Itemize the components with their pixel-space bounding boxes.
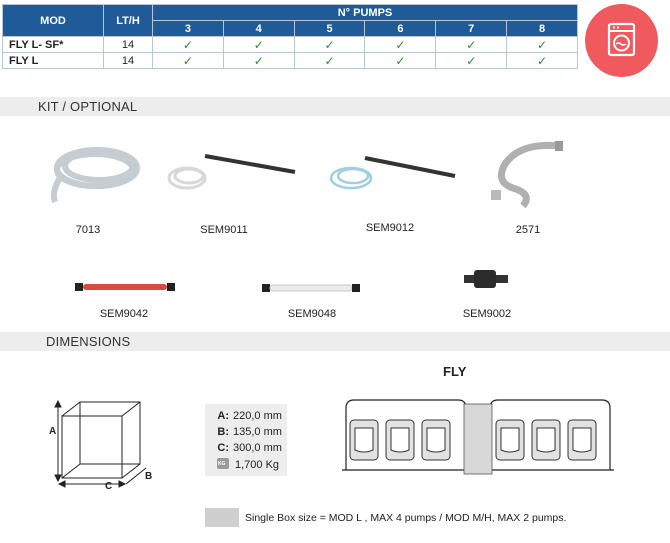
kit-item-label: SEM9042 xyxy=(99,308,149,320)
fly-product-image xyxy=(342,399,614,475)
dim-key: A: xyxy=(217,410,229,422)
header-pump-count: 7 xyxy=(435,20,508,37)
check-icon: ✓ xyxy=(506,52,578,69)
section-dimensions: DIMENSIONS xyxy=(0,332,670,351)
note-swatch xyxy=(205,508,239,527)
header-pumps: N° PUMPS xyxy=(152,4,578,21)
dim-value: 300,0 mm xyxy=(233,442,282,454)
kit-item-label: 2571 xyxy=(515,224,541,236)
header-pump-count: 5 xyxy=(293,20,366,37)
check-icon: ✓ xyxy=(152,36,224,53)
washing-machine-icon xyxy=(607,22,636,57)
weight-icon: KG xyxy=(217,458,229,469)
dim-label-a: A xyxy=(49,426,57,437)
check-icon: ✓ xyxy=(364,52,437,69)
clear-tube-image xyxy=(262,284,360,292)
check-icon: ✓ xyxy=(293,36,366,53)
header-pump-count: 3 xyxy=(152,20,224,37)
product-title: FLY xyxy=(443,364,467,379)
check-icon: ✓ xyxy=(222,52,295,69)
header-pump-count: 4 xyxy=(222,20,295,37)
category-badge xyxy=(585,4,658,77)
header-mod: MOD xyxy=(2,4,104,37)
valve-fitting-image xyxy=(464,270,508,288)
dim-label-b: B xyxy=(145,471,153,482)
row-model: FLY L- SF* xyxy=(2,36,104,53)
header-lth: LT/H xyxy=(103,4,153,37)
check-icon: ✓ xyxy=(435,52,508,69)
section-title: KIT / OPTIONAL xyxy=(38,99,138,114)
tube-coil-image xyxy=(50,147,140,204)
header-pump-count: 8 xyxy=(506,20,578,37)
weight-icon-label: KG xyxy=(218,461,226,467)
row-model: FLY L xyxy=(2,52,104,69)
table-row: FLY L 14 ✓ ✓ ✓ ✓ ✓ ✓ xyxy=(2,52,578,69)
probe-kit-image xyxy=(167,154,296,190)
kit-item-label: SEM9011 xyxy=(200,224,248,236)
dim-key: B: xyxy=(217,426,229,438)
check-icon: ✓ xyxy=(293,52,366,69)
header-pump-count: 6 xyxy=(364,20,437,37)
dim-value: 135,0 mm xyxy=(233,426,282,438)
section-kit-optional: KIT / OPTIONAL xyxy=(0,97,670,116)
table-row: FLY L- SF* 14 ✓ ✓ ✓ ✓ ✓ ✓ xyxy=(2,36,578,53)
drain-hose-image xyxy=(491,141,563,208)
kit-item-label: SEM9048 xyxy=(287,308,337,320)
check-icon: ✓ xyxy=(506,36,578,53)
kit-item-label: SEM9012 xyxy=(365,222,415,234)
probe-kit-blue-image xyxy=(329,156,456,190)
row-lth: 14 xyxy=(103,36,153,53)
check-icon: ✓ xyxy=(152,52,224,69)
box-size-note: Single Box size = MOD L , MAX 4 pumps / … xyxy=(245,512,567,524)
dimension-values-panel: A: 220,0 mm B: 135,0 mm C: 300,0 mm KG 1,70… xyxy=(205,404,287,476)
check-icon: ✓ xyxy=(222,36,295,53)
check-icon: ✓ xyxy=(364,36,437,53)
kit-item-label: SEM9002 xyxy=(462,308,512,320)
check-icon: ✓ xyxy=(435,36,508,53)
dim-label-c: C xyxy=(105,481,113,492)
box-dimensions-diagram xyxy=(54,399,147,488)
dim-key: C: xyxy=(217,442,229,454)
row-lth: 14 xyxy=(103,52,153,69)
kit-item-label: 7013 xyxy=(75,224,101,236)
dim-value: 220,0 mm xyxy=(233,410,282,422)
pump-compatibility-table: MOD LT/H N° PUMPS 3 4 5 6 7 8 FLY L- SF*… xyxy=(2,4,578,69)
section-title: DIMENSIONS xyxy=(46,334,131,349)
dim-value: 1,700 Kg xyxy=(235,459,280,471)
red-tube-image xyxy=(75,283,175,291)
